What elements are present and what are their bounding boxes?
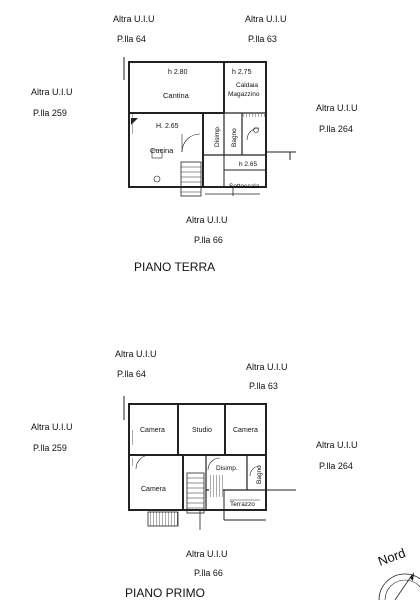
neighbor-label-64: Altra U.I.U	[113, 14, 155, 24]
ground-floor-title: PIANO TERRA	[134, 260, 215, 274]
label-bagno-1: Bagno	[256, 465, 263, 484]
plot-label-66: P.lla 66	[194, 235, 223, 245]
label-terrazzo: Terrazzo	[230, 501, 255, 508]
neighbor-label-264-first: Altra U.I.U	[316, 440, 358, 450]
neighbor-label-259: Altra U.I.U	[31, 87, 73, 97]
label-disimpegno-1: Disimp.	[216, 465, 238, 472]
label-cucina: Cucina	[150, 146, 174, 155]
label-studio: Studio	[192, 427, 212, 434]
plot-label-259-first: P.lla 259	[33, 443, 67, 453]
plot-label-259: P.lla 259	[33, 108, 67, 118]
label-cantina-height: h 2.80	[168, 69, 188, 76]
label-magazzino: Magazzino	[228, 91, 260, 98]
neighbor-label-66-first: Altra U.I.U	[186, 549, 228, 559]
label-camera-2: Camera	[233, 427, 258, 434]
label-disimpegno: Disimp.	[214, 125, 221, 147]
plot-label-66-first: P.lla 66	[194, 568, 223, 578]
first-floor-neighbors: Altra U.I.U P.lla 64 Altra U.I.U P.lla 6…	[31, 349, 358, 578]
plot-label-63-first: P.lla 63	[249, 381, 278, 391]
neighbor-label-63: Altra U.I.U	[245, 14, 287, 24]
label-cucina-height: H. 2.65	[156, 123, 179, 130]
label-bagno: Bagno	[231, 128, 238, 147]
label-camera-3: Camera	[141, 486, 166, 493]
neighbor-label-264: Altra U.I.U	[316, 103, 358, 113]
label-caldaia: Caldaia	[236, 82, 258, 89]
ground-floor-walls	[123, 57, 296, 197]
plot-label-64: P.lla 64	[117, 34, 146, 44]
neighbor-label-64-first: Altra U.I.U	[115, 349, 157, 359]
north-label: Nord	[376, 545, 408, 569]
label-camera-1: Camera	[140, 427, 165, 434]
plot-label-64-first: P.lla 64	[117, 369, 146, 379]
ground-floor-neighbors: Altra U.I.U P.lla 64 Altra U.I.U P.lla 6…	[31, 14, 358, 245]
neighbor-label-259-first: Altra U.I.U	[31, 422, 73, 432]
first-floor-walls	[123, 396, 296, 530]
label-cantina: Cantina	[163, 91, 190, 100]
plot-label-264: P.lla 264	[319, 124, 353, 134]
neighbor-label-66: Altra U.I.U	[186, 215, 228, 225]
label-magazzino-height: h 2.75	[232, 69, 252, 76]
label-sottoscala: Sottoscala	[229, 183, 260, 190]
plot-label-63: P.lla 63	[248, 34, 277, 44]
ground-floor-plan: h 2.80 Cantina h 2.75 Caldaia Magazzino …	[123, 57, 296, 197]
first-floor-title: PIANO PRIMO	[125, 586, 205, 600]
first-floor-plan: Camera Studio Camera Camera Disimp. Bagn…	[123, 396, 296, 530]
plot-label-264-first: P.lla 264	[319, 461, 353, 471]
north-arrow: Nord	[376, 545, 420, 600]
neighbor-label-63-first: Altra U.I.U	[246, 362, 288, 372]
label-sottoscala-height: h 2.65	[239, 161, 257, 168]
